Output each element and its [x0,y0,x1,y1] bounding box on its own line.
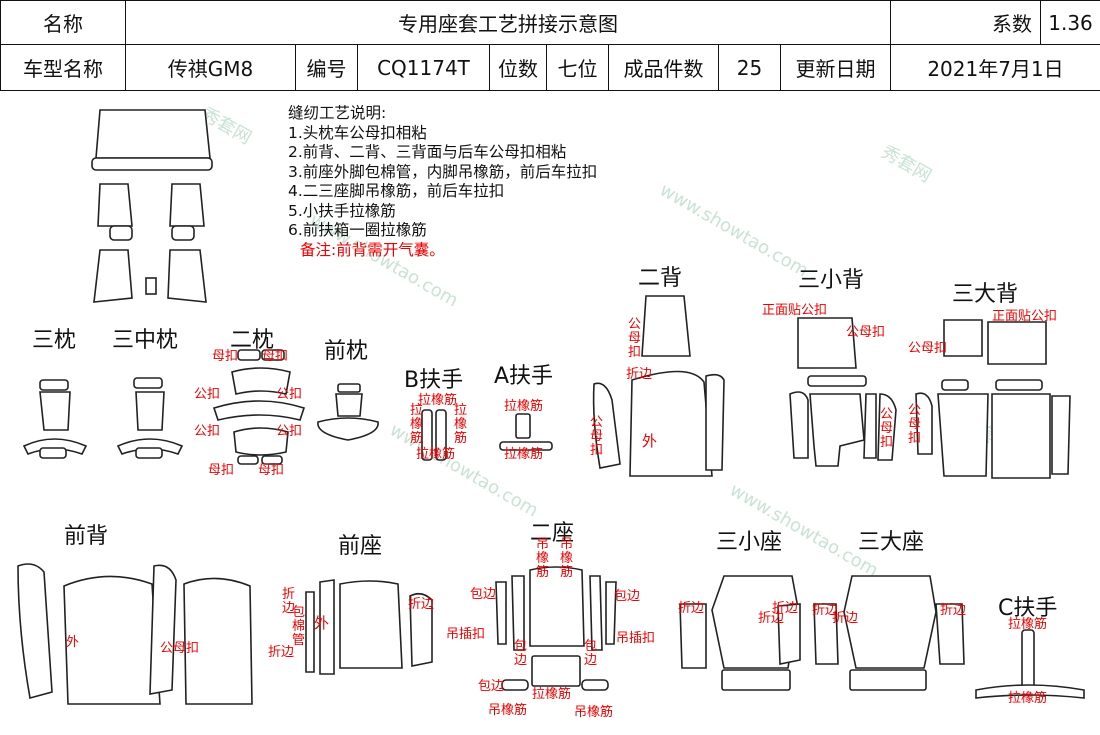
label-front-stick: 正面贴公扣 [762,304,827,318]
piece-three-mid-pillow [118,378,182,458]
label-outer: 外 [66,636,79,650]
label-outer: 外 [314,616,329,630]
note-item: 5.小扶手拉橡筋 [288,202,597,222]
label-elastic: 拉橡筋 [410,404,424,446]
label-elastic: 拉橡筋 [1008,618,1047,632]
piece-second-back [594,296,724,476]
label-fold-edge: 折边 [832,612,858,626]
label-female-snap: 母扣 [208,464,234,478]
label-hang-elastic: 吊橡筋 [536,538,550,580]
section-front-pillow: 前枕 [324,333,368,365]
piece-three-pillow [24,380,86,458]
label-male-female-snap: 公母扣 [908,342,947,356]
piece-c-armrest [976,630,1084,698]
section-front-seat: 前座 [338,528,382,560]
label-male-snap: 公扣 [194,388,220,402]
label-wrap-edge: 包边 [614,590,640,604]
note-item: 3.前座外脚包棉管，内脚吊橡筋，前后车拉扣 [288,163,597,183]
label-male-female-snap: 公母扣 [908,404,922,446]
piece-third-small-seat [680,576,800,690]
label-hang-insert: 吊插扣 [616,632,655,646]
piece-front-back [18,564,252,704]
label-male-snap: 公扣 [276,388,302,402]
label-male-female-snap: 公母扣 [846,326,885,340]
label-elastic: 拉橡筋 [504,400,543,414]
label-female-snap: 母扣 [258,464,284,478]
section-front-back: 前背 [64,518,108,550]
label-hang-elastic: 吊橡筋 [574,706,613,720]
label-wrap-edge: 包边 [584,640,598,668]
section-third-small-back: 三小背 [798,262,864,294]
section-second-back: 二背 [638,260,682,292]
label-elastic: 拉橡筋 [532,688,571,702]
label-fold-edge: 折边 [268,646,294,660]
note-item: 2.前背、二背、三背面与后车公母扣相粘 [288,143,597,163]
label-male-female-snap: 公母扣 [160,642,199,656]
notes-remark: 备注:前背需开气囊。 [288,241,597,261]
label-wrap-edge: 包边 [514,640,528,668]
section-third-big-back: 三大背 [952,276,1018,308]
label-wrap-tube: 包棉管 [292,606,306,648]
label-elastic: 拉橡筋 [504,448,543,462]
section-third-big-seat: 三大座 [858,524,924,556]
piece-two-pillow [214,350,304,464]
piece-front-pillow [318,384,378,440]
label-male-female-snap: 公母扣 [628,318,642,360]
label-hang-elastic: 吊橡筋 [560,538,574,580]
section-three-pillow: 三枕 [32,322,76,354]
note-item: 4.二三座脚吊橡筋，前后车拉扣 [288,182,597,202]
section-three-mid-pillow: 三中枕 [112,322,178,354]
label-wrap-edge: 包边 [478,680,504,694]
label-elastic: 拉橡筋 [454,404,468,446]
label-fold-edge: 折边 [940,604,966,618]
label-male-female-snap: 公母扣 [590,416,604,458]
label-fold-edge: 折边 [626,368,652,382]
section-a-armrest: A扶手 [494,358,553,390]
piece-third-big-seat [814,576,964,690]
label-outer: 外 [642,434,657,448]
section-b-armrest: B扶手 [404,362,463,394]
label-elastic: 拉橡筋 [1008,692,1047,706]
note-item: 1.头枕车公母扣相粘 [288,124,597,144]
seat-layout-icon [92,110,212,302]
label-hang-insert: 吊插扣 [446,628,485,642]
label-fold-edge: 折边 [772,602,798,616]
label-male-snap: 公扣 [194,425,220,439]
piece-a-armrest [500,414,552,450]
label-front-stick: 正面贴公扣 [992,310,1057,324]
label-fold-edge: 折边 [678,602,704,616]
label-hang-elastic: 吊橡筋 [488,704,527,718]
label-female-snap: 母扣 [212,350,238,364]
label-fold-edge: 折边 [408,598,434,612]
label-male-female-snap: 公母扣 [880,408,894,450]
sewing-notes: 缝纫工艺说明: 1.头枕车公母扣相粘 2.前背、二背、三背面与后车公母扣相粘 3… [288,104,597,260]
piece-second-seat [496,567,616,690]
label-female-snap: 母扣 [262,350,288,364]
section-third-small-seat: 三小座 [716,524,782,556]
label-wrap-edge: 包边 [470,588,496,602]
note-item: 6.前扶箱一圈拉橡筋 [288,221,597,241]
label-male-snap: 公扣 [276,425,302,439]
notes-heading: 缝纫工艺说明: [288,104,597,124]
label-elastic: 拉橡筋 [416,448,455,462]
